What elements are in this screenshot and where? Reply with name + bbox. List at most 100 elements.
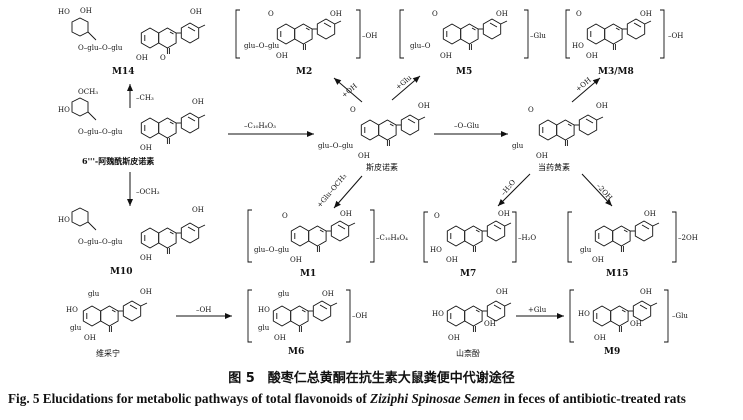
svg-text:OH: OH [440,52,452,60]
svg-text:–H₂O: –H₂O [518,234,536,242]
molecule-m9: OH HO OH OH –Glu M9 [569,288,688,357]
svg-text:OH: OH [192,98,204,106]
svg-text:OH: OH [496,10,508,18]
molecule-m15: OH glu OH –2OH M15 [567,210,698,279]
svg-text:OH: OH [640,288,652,296]
svg-text:OH: OH [644,210,656,218]
m1-label: M1 [300,269,316,279]
svg-text:OH: OH [640,10,652,18]
svg-text:OH: OH [586,52,598,60]
arrow-to-m6-label: –OH [196,306,211,314]
figure-caption-en: Fig. 5 Elucidations for metabolic pathwa… [8,391,743,407]
svg-text:OH: OH [418,102,430,110]
svg-text:O: O [282,212,288,220]
svg-text:glu: glu [512,142,524,150]
svg-text:O: O [434,212,440,220]
svg-text:OH: OH [140,144,152,152]
svg-text:glu: glu [278,290,290,298]
m2-label: M2 [296,67,312,77]
svg-text:O: O [160,54,166,62]
m7-label: M7 [460,269,476,279]
svg-text:OH: OH [446,256,458,264]
m10-sugar-chain: O–glu–O–glu [78,238,123,246]
arrow-to-m15-label: –2OH [595,182,614,202]
m2-sugar-chain: glu–O–glu [244,42,280,50]
acetyl-methoxy: OCH₃ [78,88,98,96]
arrow-to-m14-label: –CH₃ [136,94,154,102]
svg-text:glu–O: glu–O [410,42,431,50]
svg-text:O: O [576,10,582,18]
svg-text:–Glu: –Glu [672,312,688,320]
svg-text:OH: OH [358,152,370,160]
svg-text:O: O [268,10,274,18]
arrow-to-m7 [497,173,531,207]
svg-text:HO: HO [58,8,70,16]
svg-text:glu: glu [88,290,100,298]
svg-text:–OH: –OH [352,312,367,320]
svg-text:OH: OH [330,10,342,18]
molecule-vicenin: glu glu HO OH OH 维采宁 [66,288,152,358]
m1-sugar-chain: glu–O–glu [254,246,290,254]
svg-text:OH: OH [276,52,288,60]
arrow-to-spinosin-label: –C₁₀H₈O₃ [244,122,276,130]
arrow-to-m5-label: +Glu [394,73,413,91]
arrow-to-m2 [333,77,363,103]
m15-label: M15 [606,269,629,279]
svg-text:OH: OH [592,256,604,264]
svg-text:HO: HO [66,306,78,314]
caption-en-italic: Ziziphi Spinosae Semen [370,391,501,406]
arrow-to-m38-label: +OH [574,76,593,94]
m10-label: M10 [110,267,133,277]
svg-text:HO: HO [578,310,590,318]
svg-text:OH: OH [84,334,96,342]
svg-text:HO: HO [258,306,270,314]
svg-text:HO: HO [430,246,442,254]
molecule-m6: glu glu HO OH OH –OH M6 [247,289,367,357]
m5-label: M5 [456,67,472,77]
svg-text:HO: HO [58,106,70,114]
arrow-to-m7-label: –H₂O [499,178,517,197]
svg-text:OH: OH [448,334,460,342]
svg-text:O: O [528,106,534,114]
vicenin-label: 维采宁 [96,348,120,358]
svg-text:O: O [432,10,438,18]
acetyl-sugar-chain: O–glu–O–glu [78,128,123,136]
svg-text:OH: OH [80,7,92,15]
arrow-to-m9-label: +Glu [528,306,547,314]
molecule-spinosin: O OH glu–O–glu OH 斯皮诺素 [318,102,430,172]
svg-text:OH: OH [594,334,606,342]
svg-text:glu: glu [70,324,82,332]
svg-text:OH: OH [596,102,608,110]
caption-en-prefix: Fig. 5 Elucidations for metabolic pathwa… [8,391,371,406]
arrow-to-m1-label: +Glu–OCH₃ [315,172,348,209]
svg-text:–C₁₀H₈O₄: –C₁₀H₈O₄ [376,234,408,242]
svg-text:glu: glu [258,324,270,332]
svg-text:HO: HO [572,42,584,50]
spinosin-label: 斯皮诺素 [366,162,398,172]
svg-text:OH: OH [190,8,202,16]
svg-text:glu: glu [580,246,592,254]
m14-sugar-chain: O–glu–O–glu [78,44,123,52]
molecule-m10: HO O–glu–O–glu OH OH M10 [58,206,206,277]
m6-label: M6 [288,347,304,357]
arrow-to-m15 [581,173,613,207]
m9-label: M9 [604,347,620,357]
m14-label: M14 [112,67,135,77]
svg-text:OH: OH [630,320,642,328]
svg-text:O: O [350,106,356,114]
arrow-to-m38 [571,77,601,103]
svg-text:OH: OH [322,290,334,298]
caption-en-suffix: in feces of antibiotic-treated rats [500,391,686,406]
svg-text:OH: OH [484,320,496,328]
svg-text:OH: OH [496,288,508,296]
spinosin-sugar-chain: glu–O–glu [318,142,354,150]
swertisin-label: 当药黄素 [538,162,570,172]
